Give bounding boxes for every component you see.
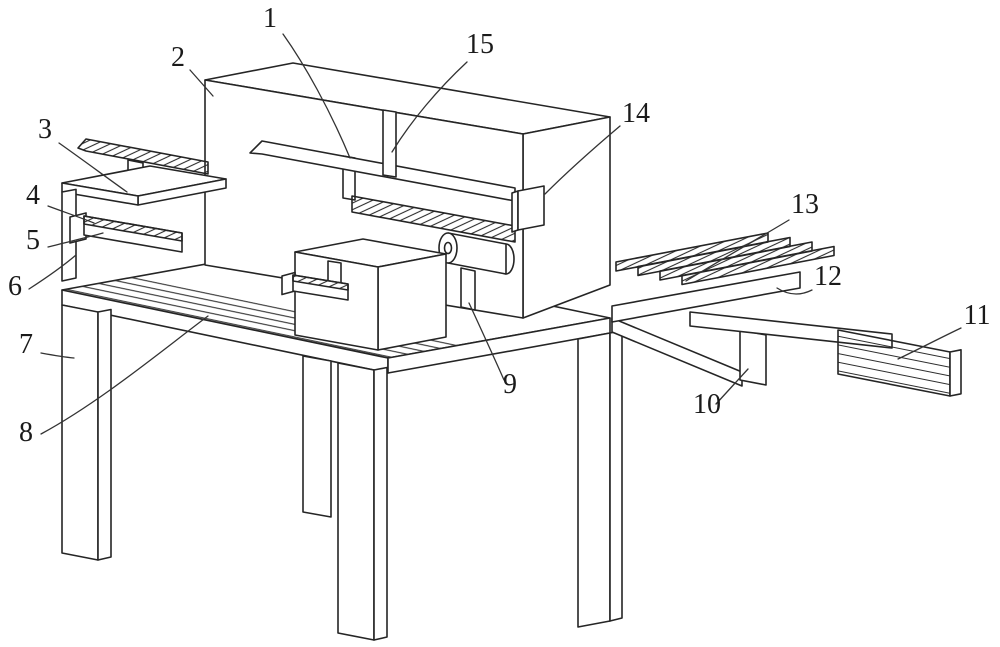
callout-label-9: 9 xyxy=(503,369,517,400)
table-leg-front-left-side xyxy=(97,308,112,561)
callout-label-8: 8 xyxy=(19,417,33,448)
frame-brace xyxy=(611,317,743,387)
leader-line-4 xyxy=(47,205,95,224)
callout-label-13: 13 xyxy=(791,189,819,220)
clamp-middle-hatch xyxy=(292,274,349,291)
leader-line-8 xyxy=(40,315,209,435)
conveyor-roller-4 xyxy=(681,245,835,286)
callout-labels: 1 2 3 4 5 6 7 8 9 10 11 12 13 14 15 xyxy=(8,3,990,448)
mounting-shelf-front xyxy=(61,182,139,206)
leader-line-7 xyxy=(40,352,75,359)
table-leg-front-left xyxy=(61,304,99,561)
arm-end-block xyxy=(837,329,951,397)
table-leg-back-left xyxy=(302,355,332,518)
callout-label-11: 11 xyxy=(964,300,991,331)
arm-support-post xyxy=(739,329,767,386)
leader-line-5 xyxy=(47,232,104,248)
leader-line-13 xyxy=(685,219,790,282)
leader-line-14 xyxy=(544,125,621,195)
conveyor-rail xyxy=(611,271,801,323)
table-leg-front-middle-side xyxy=(373,366,388,641)
leader-line-3 xyxy=(58,142,128,193)
callout-label-4: 4 xyxy=(26,180,40,211)
callout-label-15: 15 xyxy=(466,29,494,60)
callout-label-1: 1 xyxy=(263,3,277,34)
leader-lines xyxy=(28,33,962,435)
leader-line-6 xyxy=(28,254,77,290)
roller-link xyxy=(460,267,476,311)
callout-label-3: 3 xyxy=(38,114,52,145)
feed-plate xyxy=(77,138,209,175)
leader-line-12 xyxy=(776,287,813,295)
clamp-left-hatch xyxy=(83,215,183,242)
callout-label-14: 14 xyxy=(622,98,650,129)
table-leg-front-middle xyxy=(337,362,375,641)
plinth-box-right xyxy=(377,253,447,351)
panel-divider xyxy=(382,109,397,178)
callout-label-12: 12 xyxy=(814,261,842,292)
callout-label-5: 5 xyxy=(26,225,40,256)
callout-label-7: 7 xyxy=(19,329,33,360)
roller-cylinder-axle xyxy=(443,241,453,255)
sensor-box-front xyxy=(517,185,545,231)
machine-linework xyxy=(61,62,962,641)
table-leg-right-side xyxy=(609,329,623,622)
sensor-box-side xyxy=(511,190,519,233)
leader-line-1 xyxy=(282,33,351,159)
leader-line-15 xyxy=(391,61,468,153)
leader-line-9 xyxy=(468,302,505,381)
callout-label-10: 10 xyxy=(693,389,721,420)
screw-shaft xyxy=(351,195,516,243)
leader-line-11 xyxy=(897,327,962,360)
clamp-left-lip xyxy=(69,212,87,244)
callout-label-2: 2 xyxy=(171,42,185,73)
plinth-box-front xyxy=(294,251,379,351)
leader-line-10 xyxy=(715,368,749,405)
callout-label-6: 6 xyxy=(8,271,22,302)
leader-line-2 xyxy=(189,69,214,97)
table-leg-right xyxy=(577,332,611,628)
arm-end-block-face xyxy=(949,349,962,397)
